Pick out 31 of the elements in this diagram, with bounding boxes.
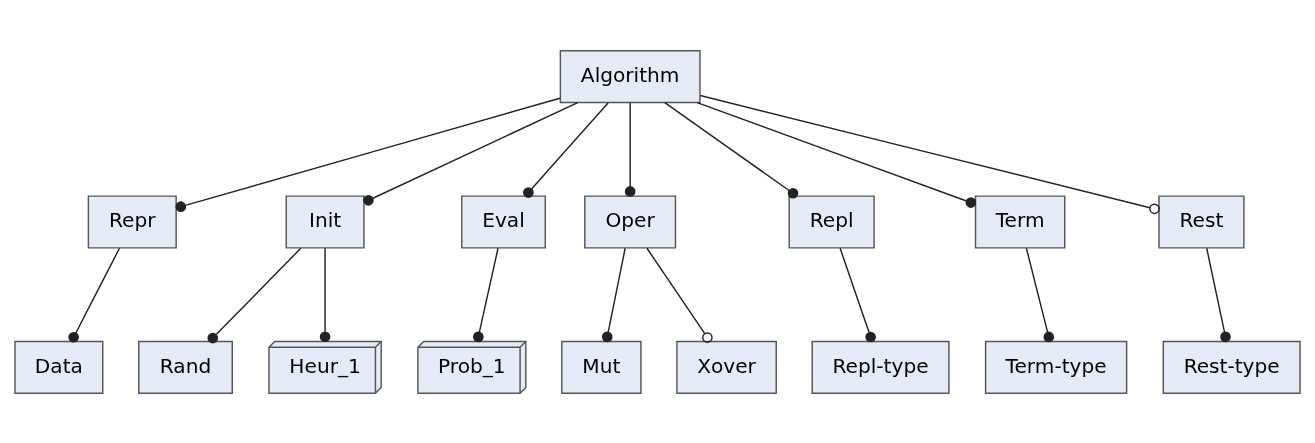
connector — [473, 247, 499, 342]
node-box: Term — [974, 194, 1066, 249]
connector — [207, 247, 302, 343]
node-box: Repl — [788, 194, 875, 249]
node-box: Init — [285, 194, 365, 249]
node-box: Rest-type — [1162, 340, 1301, 394]
connector — [624, 101, 636, 197]
connector — [839, 247, 876, 342]
node-box: Repl-type — [811, 340, 950, 394]
connector — [68, 247, 121, 343]
connector — [696, 101, 977, 208]
node-box: Oper — [584, 194, 677, 249]
node-box: Algorithm — [559, 49, 701, 103]
node-box: Repr — [87, 194, 177, 249]
connector — [175, 97, 561, 212]
connector — [664, 101, 799, 199]
connector — [523, 101, 609, 198]
node-box: Eval — [461, 194, 546, 249]
connector — [363, 101, 579, 206]
connector — [319, 247, 331, 342]
node-box: Mut — [561, 340, 642, 394]
connector — [646, 247, 713, 343]
node-box: Xover — [676, 340, 777, 394]
node-box: Rest — [1158, 194, 1245, 249]
node-box: Term-type — [984, 340, 1128, 394]
connector — [1025, 247, 1055, 342]
connector — [601, 247, 626, 342]
connector — [1206, 247, 1231, 342]
node-box: Rand — [138, 340, 233, 394]
connector — [699, 94, 1160, 214]
node-box: Data — [14, 340, 104, 394]
